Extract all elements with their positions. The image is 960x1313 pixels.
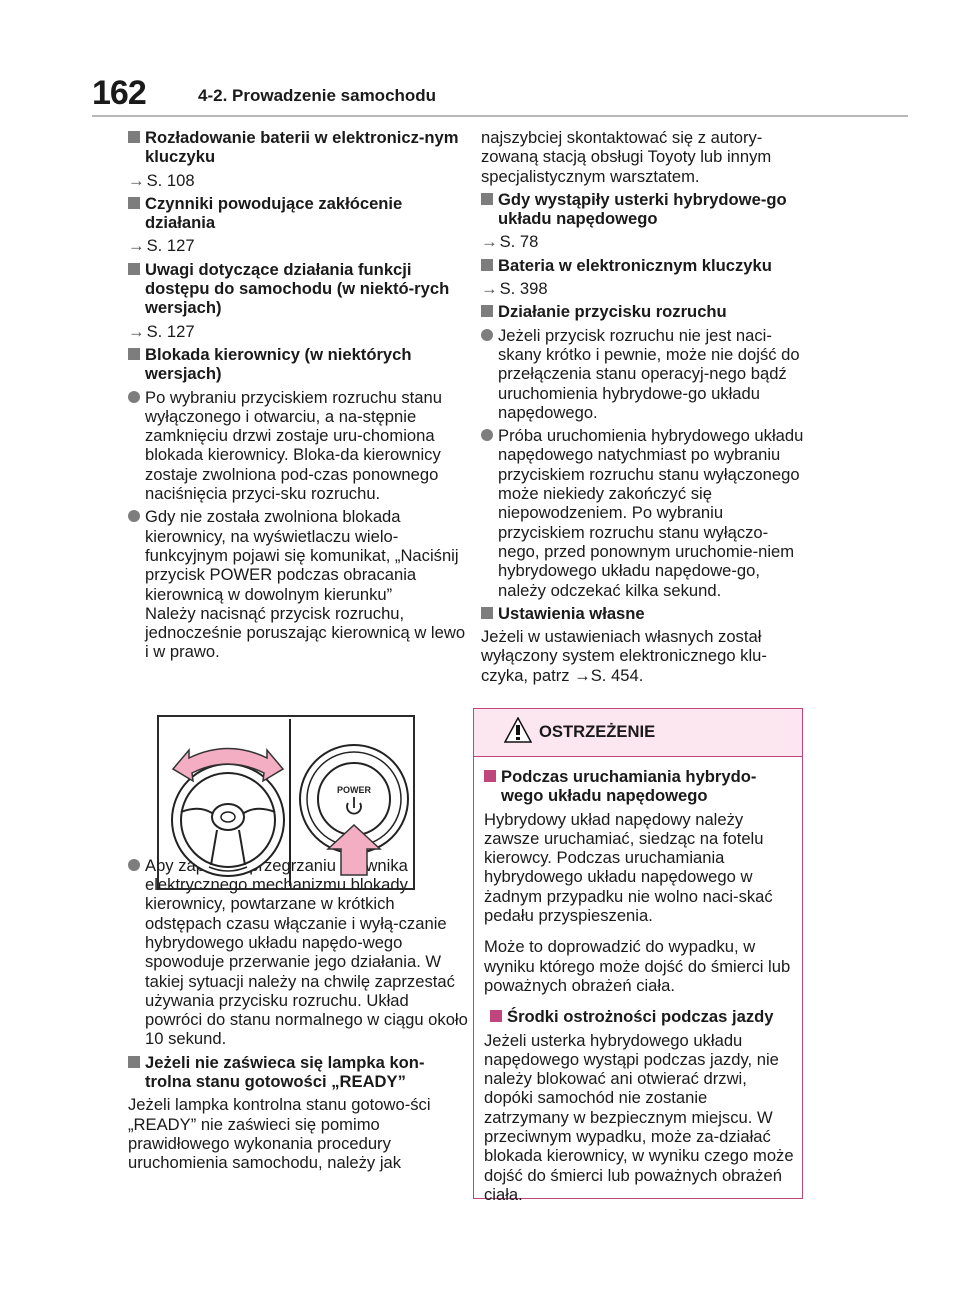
arrow-right-icon: → — [128, 170, 145, 190]
heading-text: Bateria w elektronicznym kluczyku — [498, 255, 772, 275]
warning-header: OSTRZEŻENIE — [474, 709, 802, 757]
heading-text: Podczas uruchamiania hybrydo-wego układu… — [501, 767, 757, 806]
arrow-right-icon: → — [128, 236, 145, 256]
reference-text: S. 108 — [146, 170, 195, 190]
bullet-text: Aby zapobiec przegrzaniu siłownika elekt… — [145, 855, 468, 1049]
page-number: 162 — [92, 74, 147, 112]
heading-text: Ustawienia własne — [498, 603, 645, 623]
page-reference: →S. 78 — [481, 232, 807, 251]
heading-text: Jeżeli nie zaświeca się lampka kon-troln… — [145, 1052, 425, 1091]
section-heading: Gdy wystąpiły usterki hybrydowe-go układ… — [481, 190, 807, 229]
bullet-item: Próba uruchomienia hybrydowego układu na… — [481, 426, 807, 600]
reference-text: S. 78 — [499, 232, 539, 252]
warning-body: Podczas uruchamiania hybrydo-wego układu… — [484, 767, 794, 1216]
warning-title: OSTRZEŻENIE — [539, 722, 656, 741]
round-bullet-icon — [481, 328, 493, 341]
section-heading: Rozładowanie baterii w elektronicz-nym k… — [128, 128, 468, 167]
section-heading: Blokada kierownicy (w niektórych wersjac… — [128, 345, 468, 384]
section-heading: Bateria w elektronicznym kluczyku — [481, 256, 807, 275]
heading-text: Środki ostrożności podczas jazdy — [507, 1007, 774, 1027]
left-column: Rozładowanie baterii w elektronicz-nym k… — [128, 128, 468, 1176]
warning-box: OSTRZEŻENIE Podczas uruchamiania hybrydo… — [473, 708, 803, 1204]
paragraph: Jeżeli lampka kontrolna stanu gotowo-ści… — [128, 1095, 431, 1173]
press-arrow-icon — [326, 823, 382, 876]
reference-text: S. 454. — [590, 665, 644, 685]
bullet-text: Próba uruchomienia hybrydowego układu na… — [498, 426, 804, 600]
square-bullet-icon — [128, 262, 140, 275]
square-bullet-icon — [481, 192, 493, 205]
warning-paragraph: Jeżeli usterka hybrydowego układu napędo… — [484, 1030, 794, 1204]
rotate-arrow-icon — [171, 747, 285, 783]
bullet-item: Po wybraniu przyciskiem rozruchu stanu w… — [128, 388, 468, 504]
page-reference: →S. 398 — [481, 279, 807, 298]
arrow-right-icon: → — [128, 321, 145, 341]
square-bullet-icon — [128, 1055, 140, 1068]
page-header: 162 4-2. Prowadzenie samochodu — [92, 74, 908, 118]
heading-text: Uwagi dotyczące działania funkcji dostęp… — [145, 259, 450, 318]
reference-text: S. 127 — [146, 236, 195, 256]
heading-text: Czynniki powodujące zakłócenie działania — [145, 193, 403, 233]
square-bullet-icon — [481, 258, 493, 271]
section-heading: Ustawienia własne — [481, 604, 807, 623]
heading-text: Działanie przycisku rozruchu — [498, 302, 727, 322]
section-heading: Uwagi dotyczące działania funkcji dostęp… — [128, 260, 468, 318]
paragraph: Jeżeli w ustawieniach własnych został wy… — [481, 627, 807, 685]
arrow-right-icon: → — [574, 665, 591, 685]
section-heading: Czynniki powodujące zakłócenie działania — [128, 194, 468, 233]
right-column: najszybciej skontaktować się z autory-zo… — [481, 128, 807, 689]
power-button-icon: POWER — [299, 744, 409, 854]
steering-wheel-icon — [171, 763, 285, 877]
reference-text: S. 127 — [146, 321, 195, 341]
square-bullet-icon — [128, 196, 140, 209]
bullet-text: Jeżeli przycisk rozruchu nie jest naci-s… — [498, 325, 800, 422]
square-bullet-icon — [481, 305, 493, 318]
heading-text: Blokada kierownicy (w niektórych wersjac… — [145, 344, 412, 384]
square-bullet-icon — [128, 131, 140, 143]
header-rule — [92, 115, 908, 117]
bullet-item: Aby zapobiec przegrzaniu siłownika elekt… — [128, 856, 468, 1049]
round-bullet-icon — [481, 429, 493, 442]
heading-text: Gdy wystąpiły usterki hybrydowe-go układ… — [498, 189, 787, 229]
bullet-text: Po wybraniu przyciskiem rozruchu stanu w… — [145, 387, 442, 504]
bullet-text: Gdy nie została zwolniona blokada kierow… — [145, 507, 466, 662]
reference-text: S. 398 — [499, 279, 548, 299]
warning-paragraph: Może to doprowadzić do wypadku, w wyniku… — [484, 937, 791, 995]
power-label: POWER — [337, 785, 372, 795]
bullet-item: Gdy nie została zwolniona blokada kierow… — [128, 507, 468, 661]
round-bullet-icon — [128, 858, 140, 871]
page-reference: →S. 108 — [128, 171, 468, 190]
arrow-right-icon: → — [481, 279, 498, 299]
square-bullet-icon — [128, 347, 140, 360]
section-heading: Jeżeli nie zaświeca się lampka kon-troln… — [128, 1053, 468, 1092]
round-bullet-icon — [128, 510, 140, 523]
paragraph: najszybciej skontaktować się z autory-zo… — [481, 128, 772, 186]
heading-text: Rozładowanie baterii w elektronicz-nym k… — [145, 128, 459, 167]
warning-triangle-icon — [504, 717, 532, 743]
steering-power-illustration: POWER — [157, 715, 415, 890]
paragraph-text: Jeżeli w ustawieniach własnych został wy… — [481, 627, 767, 685]
square-bullet-icon — [490, 1010, 502, 1023]
section-heading: Działanie przycisku rozruchu — [481, 302, 807, 321]
bullet-item: Jeżeli przycisk rozruchu nie jest naci-s… — [481, 326, 807, 422]
square-bullet-icon — [484, 770, 496, 782]
round-bullet-icon — [128, 390, 140, 403]
warning-heading: Środki ostrożności podczas jazdy — [490, 1007, 794, 1026]
square-bullet-icon — [481, 606, 493, 619]
warning-paragraph: Hybrydowy układ napędowy należy zawsze u… — [484, 809, 773, 926]
chapter-title: 4-2. Prowadzenie samochodu — [198, 86, 437, 105]
warning-heading: Podczas uruchamiania hybrydo-wego układu… — [484, 767, 794, 806]
page-reference: →S. 127 — [128, 322, 468, 341]
page-reference: →S. 127 — [128, 236, 468, 255]
arrow-right-icon: → — [481, 232, 498, 252]
illustration-svg: POWER — [171, 719, 409, 886]
